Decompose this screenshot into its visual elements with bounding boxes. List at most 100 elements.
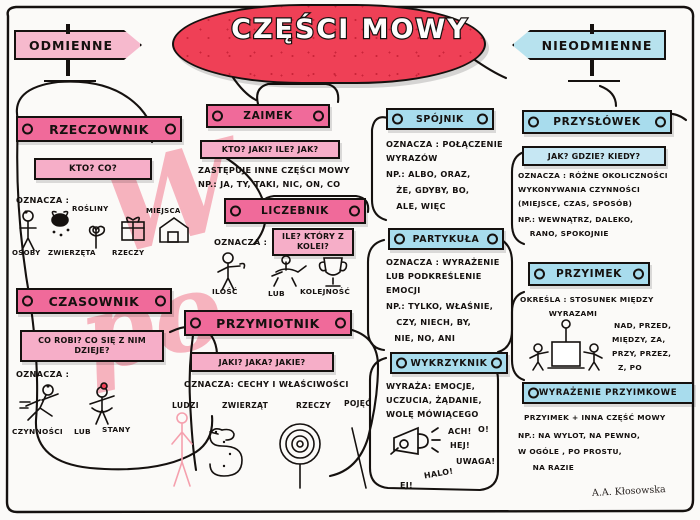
- ring-right-icon: [655, 116, 666, 128]
- section-oznacza-czasownik: OZNACZA :: [16, 369, 70, 379]
- section-line-wykrzyknik-2: UCZUCIA, ŻĄDANIE,: [386, 395, 482, 405]
- section-title-przyimek: PRZYIMEK: [555, 268, 622, 280]
- signpost-nieodmienne-ground: [568, 80, 620, 82]
- section-header-liczebnik[interactable]: LICZEBNIK: [224, 198, 366, 224]
- exclam-ej: EJ!: [400, 481, 413, 490]
- icon-label-osoby: OSOBY: [12, 249, 41, 257]
- section-header-spojnik[interactable]: SPÓJNIK: [386, 108, 494, 130]
- section-header-przyslowek[interactable]: PRZYSŁÓWEK: [522, 110, 672, 134]
- rzeczownik-icons: [19, 210, 189, 251]
- section-title-liczebnik: LICZEBNIK: [261, 205, 329, 217]
- page-title: CZĘŚCI MOWY: [230, 13, 469, 46]
- ring-left-icon: [528, 116, 539, 128]
- section-header-czasownik[interactable]: CZASOWNIK: [16, 288, 172, 314]
- section-line-spojnik-2: WYRAZÓW: [386, 153, 438, 163]
- exclam-hej: HEJ!: [450, 441, 470, 450]
- signpost-odmienne-pole: [66, 60, 70, 76]
- ring-left-icon: [394, 233, 405, 245]
- section-question-przyslowek-label: JAK? GDZIE? KIEDY?: [547, 151, 641, 161]
- section-oznacza-liczebnik: OZNACZA :: [214, 237, 268, 247]
- signpost-odmienne-plate: ODMIENNE: [14, 30, 142, 60]
- section-question-zaimek: KTO? JAKI? ILE? JAK?: [200, 140, 340, 159]
- ring-right-icon: [477, 113, 488, 125]
- section-line-przyslowek-1: OZNACZA : RÓŻNE OKOLICZNOŚCI: [518, 171, 668, 180]
- signpost-odmienne-ground: [44, 80, 96, 82]
- banner-dot-texture: [174, 6, 484, 82]
- ring-left-icon: [190, 317, 201, 329]
- section-header-wykrzyknik[interactable]: WYKRZYKNIK: [390, 352, 508, 374]
- ring-right-icon: [313, 110, 324, 122]
- poster-title-banner: [172, 4, 486, 84]
- przyimek-box-figure-icon: [529, 319, 603, 371]
- signpost-nieodmienne-label: NIEODMIENNE: [541, 37, 653, 53]
- section-line-partykula-6: NIE, NO, ANI: [388, 333, 456, 343]
- icon-label-czynnosci: CZYNNOŚCI: [12, 427, 63, 436]
- section-line-wyrazenie-1: PRZYIMEK + INNA CZĘŚĆ MOWY: [524, 413, 666, 422]
- section-line-spojnik-3: NP.: ALBO, ORAZ,: [386, 169, 471, 179]
- section-line-przyslowek-5: RANO, SPOKOJNIE: [524, 229, 609, 238]
- icon-label-kolejnosc: KOLEJNOŚĆ: [300, 287, 351, 296]
- icon-label-lub-2: LUB: [268, 289, 285, 298]
- ring-right-icon: [349, 205, 360, 217]
- section-question-rzeczownik: KTO? CO?: [34, 158, 152, 180]
- section-question-czasownik: CO ROBI? CO SIĘ Z NIM DZIEJE?: [20, 330, 164, 362]
- section-line-wyrazenie-2: NP.: NA WYLOT, NA PEWNO,: [518, 431, 641, 440]
- icon-label-ludzi: LUDZI: [172, 401, 199, 410]
- icon-label-rzeczy-2: RZECZY: [296, 401, 331, 410]
- section-question-przymiotnik-label: JAKI? JAKA? JAKIE?: [218, 357, 306, 367]
- section-title-zaimek: ZAIMEK: [243, 110, 293, 122]
- author-signature: A.A. Kłosowska: [591, 484, 666, 499]
- section-line-przyslowek-3: (MIEJSCE, CZAS, SPOSÓB): [518, 199, 633, 208]
- icon-label-lub-1: LUB: [74, 427, 91, 436]
- exclam-halo: HALO!: [423, 466, 455, 481]
- przyimek-example-3: PRZY, PRZEZ,: [612, 349, 672, 358]
- section-line-zaimek-1: ZASTĘPUJE INNE CZĘŚCI MOWY: [198, 165, 350, 175]
- signpost-odmienne-label: ODMIENNE: [28, 37, 114, 53]
- section-line-przyimek-2: WYRAZAMI: [520, 309, 598, 318]
- section-header-wyrazenie-przyimkowe[interactable]: WYRAŻENIE PRZYIMKOWE: [522, 382, 694, 404]
- section-line-przyslowek-4: NP.: WEWNĄTRZ, DALEKO,: [518, 215, 634, 224]
- exclam-o: O!: [478, 425, 490, 434]
- section-line-spojnik-1: OZNACZA : POŁĄCZENIE: [386, 139, 503, 149]
- section-line-wyrazenie-3: W OGÓLE , PO PROSTU,: [518, 447, 622, 456]
- ring-right-icon: [491, 357, 502, 369]
- icon-label-zwierzeta: ZWIERZĘTA: [48, 249, 96, 257]
- section-line-partykula-1: OZNACZA : WYRAŻENIE: [386, 257, 500, 267]
- icon-label-ilosc: ILOŚĆ: [212, 287, 238, 296]
- section-title-rzeczownik: RZECZOWNIK: [49, 121, 149, 137]
- ring-left-icon: [230, 205, 241, 217]
- ring-right-icon: [487, 233, 498, 245]
- section-header-partykula[interactable]: PARTYKUŁA: [388, 228, 504, 250]
- icon-label-stany: STANY: [102, 425, 131, 434]
- section-header-przymiotnik[interactable]: PRZYMIOTNIK: [184, 310, 352, 336]
- section-line-wykrzyknik-3: WOLĘ MÓWIĄCEGO: [386, 409, 479, 419]
- section-header-przyimek[interactable]: PRZYIMEK: [528, 262, 650, 286]
- section-line-wyrazenie-4: NA RAZIE: [524, 463, 575, 472]
- section-line-przyslowek-2: WYKONYWANIA CZYNNOŚCI: [518, 185, 641, 194]
- section-title-przyslowek: PRZYSŁÓWEK: [553, 116, 641, 128]
- ring-left-icon: [22, 295, 33, 307]
- icon-label-zwierzat: ZWIERZĄT: [222, 401, 269, 410]
- icon-label-miejsca: MIEJSCA: [146, 207, 181, 215]
- section-oznacza-rzeczownik: OZNACZA :: [16, 195, 70, 205]
- section-line-partykula-4: NP.: TYLKO, WŁAŚNIE,: [386, 301, 494, 311]
- ring-left-icon: [396, 357, 407, 369]
- section-header-zaimek[interactable]: ZAIMEK: [206, 104, 330, 128]
- ring-right-icon: [335, 317, 346, 329]
- section-question-czasownik-label: CO ROBI? CO SIĘ Z NIM DZIEJE?: [38, 336, 146, 355]
- ring-right-icon: [633, 268, 644, 280]
- section-line-partykula-3: EMOCJI: [386, 285, 421, 295]
- section-line-przyimek-1: OKREŚLA : STOSUNEK MIĘDZY: [520, 295, 654, 304]
- przyimek-example-2: MIĘDZY, ZA,: [612, 335, 666, 344]
- megaphone-icon: [390, 426, 441, 456]
- ring-left-icon: [22, 123, 33, 135]
- signpost-nieodmienne-leg: [590, 24, 594, 34]
- section-header-rzeczownik[interactable]: RZECZOWNIK: [16, 116, 182, 142]
- signpost-odmienne-leg: [66, 24, 70, 34]
- ring-left-icon: [528, 387, 539, 399]
- section-question-liczebnik-label: ILE? KTÓRY Z KOLEI?: [282, 232, 344, 251]
- section-question-rzeczownik-label: KTO? CO?: [68, 164, 117, 174]
- exclam-ach: ACH!: [448, 427, 472, 436]
- ring-right-icon: [155, 295, 166, 307]
- ring-right-icon: [165, 123, 176, 135]
